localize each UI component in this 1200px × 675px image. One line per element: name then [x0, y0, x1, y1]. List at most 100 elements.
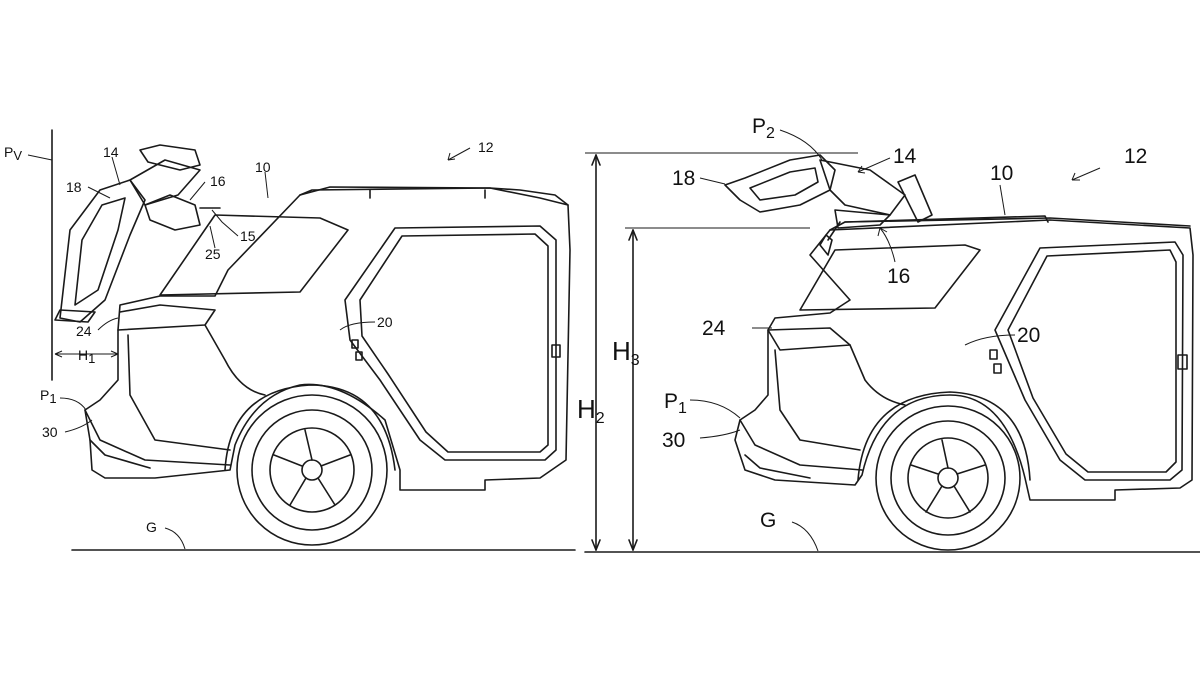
- leader-12: [447, 147, 471, 161]
- left-roof-rail: [299, 187, 569, 206]
- label-14: 14: [103, 144, 119, 160]
- left-door-mark-2: [355, 351, 363, 361]
- right-hub: [937, 467, 959, 489]
- right-door-mark-2: [993, 363, 1002, 374]
- leader-18: [87, 186, 111, 199]
- right-wheel-arch: [857, 391, 1031, 481]
- right-car-body: [734, 219, 1194, 501]
- ground-leader-right: [791, 521, 819, 552]
- label-24-right: 24: [702, 317, 726, 340]
- h1-arrows: [54, 350, 119, 358]
- leader-12-right: [1071, 167, 1101, 181]
- arrow-12: [447, 152, 456, 161]
- right-hinge: [819, 234, 833, 256]
- ground-leader: [164, 527, 186, 550]
- h2-arrows: [591, 154, 601, 551]
- label-10-right: 10: [990, 162, 1013, 185]
- right-door-mark-1: [989, 349, 998, 360]
- left-spoiler: [144, 194, 201, 231]
- leader-p1-right: [689, 399, 741, 419]
- right-rear-panel-line: [774, 349, 861, 451]
- label-12-right: 12: [1124, 145, 1147, 168]
- right-bumper-lower: [744, 454, 811, 479]
- label-h2: H2: [577, 394, 605, 427]
- arrow-14-right: [857, 165, 866, 174]
- right-strut: [827, 221, 841, 241]
- left-spokes: [273, 429, 351, 506]
- leader-14-right: [857, 157, 891, 173]
- left-rim-inner: [269, 427, 355, 513]
- label-15: 15: [240, 228, 256, 244]
- label-h1: H1: [78, 347, 95, 366]
- right-taillight: [767, 327, 851, 351]
- left-rear-panel-line: [127, 334, 231, 451]
- leader-16: [189, 181, 206, 201]
- left-door-latch: [551, 344, 561, 358]
- pv-leader: [27, 154, 53, 161]
- left-rim: [251, 409, 373, 531]
- left-liftgate: [59, 179, 146, 323]
- label-18-right: 18: [672, 167, 695, 190]
- right-figure: P2 14 12 18 10 16 H3 24 20 H2 P1 30 G: [577, 115, 1200, 553]
- label-30-right: 30: [662, 429, 685, 452]
- left-liftgate-inner: [74, 197, 126, 306]
- left-bumper-lower: [89, 439, 151, 469]
- left-figure: PV 14 16 10 12 18 15 25 24 20 H1 P1 30 G: [4, 129, 576, 551]
- right-side-door-inner: [1007, 249, 1177, 473]
- leader-18-right: [699, 177, 726, 185]
- right-spoiler: [834, 209, 891, 229]
- leader-15: [211, 209, 239, 237]
- label-16-right: 16: [887, 265, 910, 288]
- leader-24: [97, 317, 119, 331]
- right-spokes: [910, 439, 986, 513]
- right-liftgate: [724, 154, 836, 213]
- label-g-right: G: [760, 509, 776, 532]
- left-rear-window: [159, 214, 349, 296]
- label-14-right: 14: [893, 145, 917, 168]
- right-rear-window: [799, 244, 981, 311]
- arrow-12-right: [1071, 172, 1080, 181]
- label-18: 18: [66, 179, 82, 195]
- label-16: 16: [210, 173, 226, 189]
- right-tire: [875, 405, 1021, 551]
- leader-16-right: [879, 227, 896, 263]
- arrow-16-right: [877, 227, 888, 237]
- left-top-panel: [139, 144, 201, 171]
- leader-10-right: [999, 184, 1006, 216]
- leader-30: [64, 419, 93, 433]
- label-pv: PV: [4, 144, 22, 163]
- right-rim-inner: [907, 437, 989, 519]
- left-liftgate-bottom: [54, 309, 96, 323]
- label-h3: H3: [612, 336, 640, 369]
- leader-20: [339, 321, 376, 331]
- label-p1: P1: [40, 387, 57, 406]
- label-20: 20: [377, 314, 393, 330]
- left-wheel-arch: [224, 384, 396, 471]
- left-arm: [129, 159, 201, 206]
- leader-p1: [59, 397, 87, 411]
- left-side-door-inner: [359, 233, 549, 453]
- label-24: 24: [76, 323, 92, 339]
- left-tire: [236, 394, 388, 546]
- label-20-right: 20: [1017, 324, 1040, 347]
- left-side-door: [344, 225, 557, 461]
- leader-10: [264, 171, 269, 199]
- label-p2: P2: [752, 115, 775, 142]
- right-bumper-line: [739, 419, 863, 471]
- leader-p2: [779, 129, 823, 161]
- leader-25: [209, 225, 216, 249]
- right-roof-rail: [844, 215, 1049, 223]
- right-quarter-line: [849, 344, 906, 406]
- label-12: 12: [478, 139, 494, 155]
- right-liftgate-inner: [749, 167, 819, 201]
- left-taillight: [117, 304, 216, 331]
- label-25: 25: [205, 246, 221, 262]
- right-top-panel: [897, 174, 933, 223]
- label-p1-right: P1: [664, 390, 687, 417]
- leader-30-right: [699, 429, 741, 439]
- leader-20-right: [964, 334, 1016, 346]
- left-car-body: [84, 186, 571, 491]
- left-door-mark-1: [351, 339, 359, 349]
- label-g: G: [146, 519, 157, 535]
